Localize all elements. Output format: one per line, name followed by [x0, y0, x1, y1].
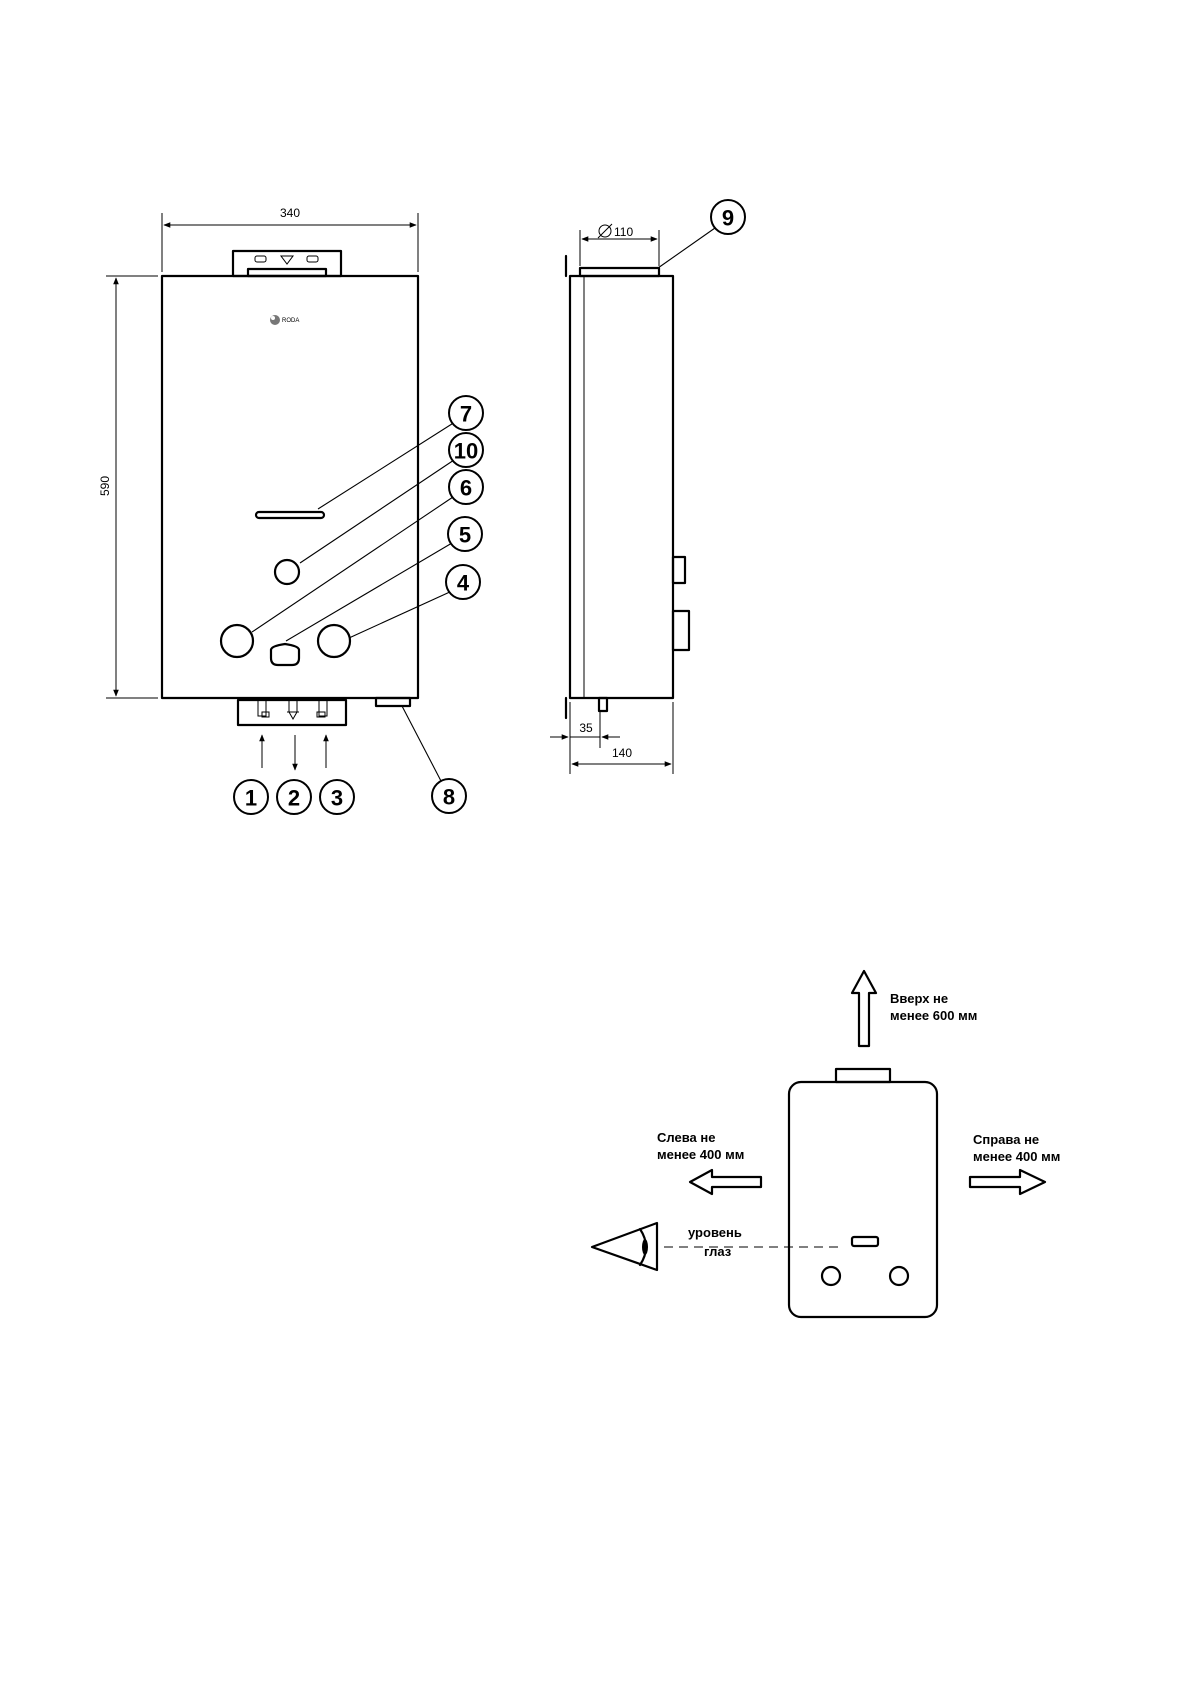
up-arrow-icon: [850, 969, 878, 1048]
front-view: RODA 340 590: [98, 206, 456, 782]
right-clearance-line1: Справа не: [973, 1132, 1039, 1147]
svg-text:2: 2: [288, 786, 300, 811]
svg-text:3: 3: [331, 786, 343, 811]
callout-5: 5: [447, 516, 483, 552]
svg-text:1: 1: [245, 786, 257, 811]
leader-6: [251, 496, 454, 633]
height-dimension: 590: [98, 476, 112, 496]
svg-text:10: 10: [454, 439, 478, 464]
right-arrow-icon: [968, 1168, 1047, 1196]
left-clearance-line1: Слева не: [657, 1130, 715, 1145]
flue-dimension: 110: [614, 225, 633, 239]
display-window: [254, 510, 326, 520]
brand-logo: RODA: [270, 315, 299, 325]
callout-1: 1: [233, 779, 269, 815]
bracket-triangle: [280, 255, 294, 265]
svg-text:8: 8: [443, 785, 455, 810]
callout-6: 6: [448, 469, 484, 505]
flue-spigot: [578, 266, 661, 278]
battery-cover: [269, 642, 301, 667]
leader-10: [299, 459, 455, 564]
side-knob-bottom: [671, 609, 691, 652]
bracket-slot-left: [254, 255, 267, 263]
heater-body-front: [160, 274, 420, 700]
eye-level-line2: глаз: [704, 1244, 732, 1259]
gas-knob: [316, 623, 352, 659]
callout-4: 4: [445, 564, 481, 600]
pipe-2: [288, 700, 298, 721]
callout-3: 3: [319, 779, 355, 815]
width-dimension: 340: [280, 206, 300, 220]
heater-flue: [834, 1067, 892, 1084]
svg-text:9: 9: [722, 206, 734, 231]
leader-4: [348, 590, 453, 639]
diameter-icon: [597, 223, 613, 239]
side-knob-top: [671, 555, 687, 585]
eye-icon: [590, 1221, 659, 1272]
depth-dimension: 140: [612, 746, 632, 760]
svg-text:6: 6: [460, 476, 472, 501]
callout-7: 7: [448, 395, 484, 431]
callout-2: 2: [276, 779, 312, 815]
offset-dimension: 35: [579, 721, 593, 735]
leader-8: [401, 705, 442, 782]
left-clearance-line2: менее 400 мм: [657, 1147, 744, 1162]
heater-knob-left: [820, 1265, 842, 1287]
pipe-1-cap: [261, 711, 270, 718]
pipe-3-cap: [316, 711, 326, 718]
pipe-3: [318, 699, 328, 717]
leader-5: [285, 542, 453, 642]
callouts: 7 10 6 5 4 8 9 1 2 3: [233, 199, 746, 815]
svg-text:4: 4: [457, 571, 470, 596]
side-fitting: [374, 696, 412, 708]
heater-body-side: [568, 274, 675, 700]
leader-9: [657, 227, 716, 269]
heater-display: [850, 1235, 880, 1248]
callout-9: 9: [710, 199, 746, 235]
side-view: 110 35 140: [550, 223, 716, 774]
callout-8: 8: [431, 778, 467, 814]
top-clearance-line2: менее 600 мм: [890, 1008, 977, 1023]
bracket-slot-right: [306, 255, 319, 263]
clearance-diagram: Вверх не менее 600 мм Слева не менее 400…: [590, 969, 1060, 1319]
leader-7: [317, 421, 456, 510]
power-knob: [273, 558, 301, 586]
heater-knob-right: [888, 1265, 910, 1287]
svg-text:7: 7: [460, 402, 472, 427]
water-knob: [219, 623, 255, 659]
svg-text:5: 5: [459, 523, 471, 548]
side-outlet: [597, 696, 609, 713]
eye-level-line1: уровень: [688, 1225, 742, 1240]
svg-text:RODA: RODA: [282, 318, 299, 324]
left-arrow-icon: [688, 1168, 763, 1196]
right-clearance-line2: менее 400 мм: [973, 1149, 1060, 1164]
top-clearance-line1: Вверх не: [890, 991, 948, 1006]
bottom-bracket: [236, 698, 348, 727]
heater-outline: [787, 1080, 939, 1319]
callout-10: 10: [448, 432, 484, 468]
